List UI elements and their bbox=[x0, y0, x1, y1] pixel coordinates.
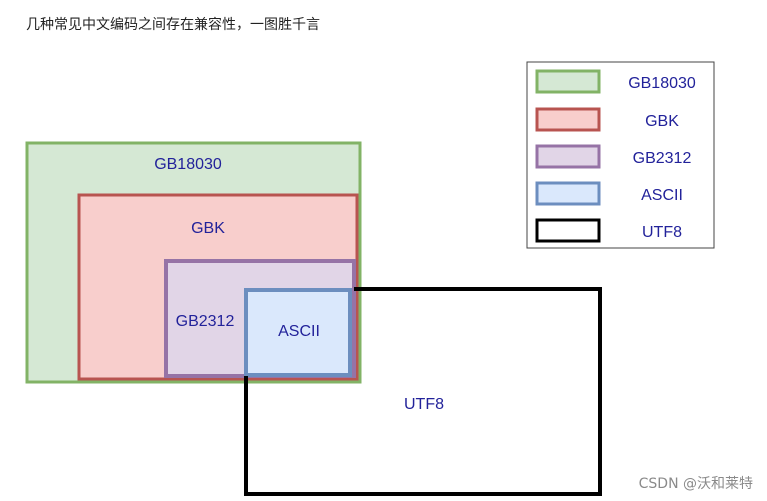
legend-swatch-gb2312 bbox=[535, 144, 601, 169]
csdn-watermark: CSDN @沃和莱特 bbox=[638, 476, 753, 492]
utf8-label: UTF8 bbox=[404, 396, 444, 413]
page-caption: 几种常见中文编码之间存在兼容性，一图胜千言 bbox=[26, 17, 320, 33]
legend-swatch-gb18030 bbox=[535, 69, 601, 94]
legend-label-gb2312: GB2312 bbox=[633, 150, 692, 167]
ascii-region bbox=[244, 288, 352, 377]
legend-swatch-ascii bbox=[535, 181, 601, 206]
legend: GB18030 GBK GB2312 ASCII UTF8 bbox=[526, 61, 715, 249]
gb2312-label: GB2312 bbox=[176, 313, 235, 330]
legend-swatch-utf8 bbox=[535, 218, 601, 243]
ascii-label: ASCII bbox=[278, 323, 320, 340]
legend-label-gb18030: GB18030 bbox=[628, 75, 696, 92]
legend-label-utf8: UTF8 bbox=[642, 224, 682, 241]
gb18030-label: GB18030 bbox=[154, 156, 222, 173]
gbk-label: GBK bbox=[191, 220, 225, 237]
utf8-region bbox=[244, 287, 602, 496]
legend-label-gbk: GBK bbox=[645, 113, 679, 130]
legend-label-ascii: ASCII bbox=[641, 187, 683, 204]
legend-swatch-gbk bbox=[535, 107, 601, 132]
